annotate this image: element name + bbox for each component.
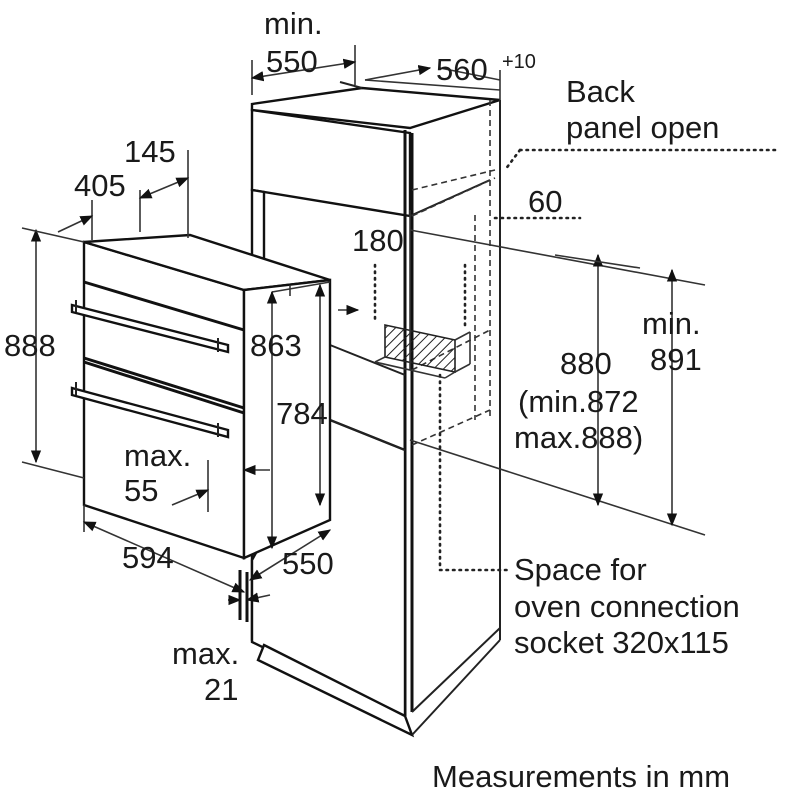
footer-measurements-note: Measurements in mm xyxy=(432,759,730,794)
lower-door-handle xyxy=(70,382,230,439)
label-560: 560 xyxy=(436,52,488,87)
label-880-min: (min.872 xyxy=(518,384,639,419)
label-891-min: min. xyxy=(642,306,701,341)
label-back-panel-line2: panel open xyxy=(566,110,719,145)
label-max55-line2: 55 xyxy=(124,473,158,508)
label-880-max: max.888) xyxy=(514,420,643,455)
label-min-top: min. xyxy=(264,6,323,41)
label-784: 784 xyxy=(276,396,328,431)
label-880: 880 xyxy=(560,346,612,381)
label-888: 888 xyxy=(4,328,56,363)
label-socket-line1: Space for xyxy=(514,552,647,587)
label-145: 145 xyxy=(124,134,176,169)
label-back-panel-line1: Back xyxy=(566,74,635,109)
cabinet-top-lid xyxy=(250,86,501,130)
label-863: 863 xyxy=(250,328,302,363)
label-891: 891 xyxy=(650,342,702,377)
label-socket-line2: oven connection xyxy=(514,589,740,624)
label-550-bottom: 550 xyxy=(282,546,334,581)
dimension-lines xyxy=(21,45,777,622)
label-60: 60 xyxy=(528,184,562,219)
upper-door-handle xyxy=(70,300,230,354)
label-max21-line1: max. xyxy=(172,636,239,671)
label-594: 594 xyxy=(122,540,174,575)
label-405: 405 xyxy=(74,168,126,203)
label-max21-line2: 21 xyxy=(204,672,238,707)
label-180: 180 xyxy=(352,223,404,258)
built-in-double-oven xyxy=(70,233,332,560)
dimension-labels: min. 550 560 +10 Back panel open 60 180 … xyxy=(4,6,740,794)
socket-cutout xyxy=(384,324,456,373)
label-max55-line1: max. xyxy=(124,438,191,473)
label-socket-line3: socket 320x115 xyxy=(514,625,729,660)
label-560-tolerance: +10 xyxy=(502,51,536,73)
label-550-top: 550 xyxy=(266,44,318,79)
